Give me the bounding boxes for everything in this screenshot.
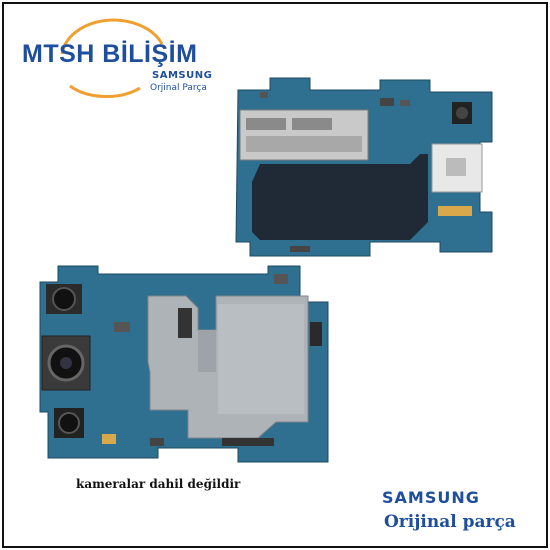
logo-arc-icon (60, 18, 164, 98)
motherboard-back-photo (235, 77, 493, 257)
logo-brand: SAMSUNG (152, 70, 213, 81)
motherboard-front-photo (39, 265, 329, 463)
logo-subtitle: Orjinal Parça (150, 83, 207, 93)
caption-cameras-not-included: kameralar dahil değildir (76, 477, 241, 491)
store-name: MTSH BİLİŞİM (22, 40, 198, 68)
footer-brand: SAMSUNG (382, 488, 480, 507)
store-logo: MTSH BİLİŞİM SAMSUNG Orjinal Parça (22, 14, 212, 104)
footer-subtitle: Orijinal parça (384, 512, 516, 532)
